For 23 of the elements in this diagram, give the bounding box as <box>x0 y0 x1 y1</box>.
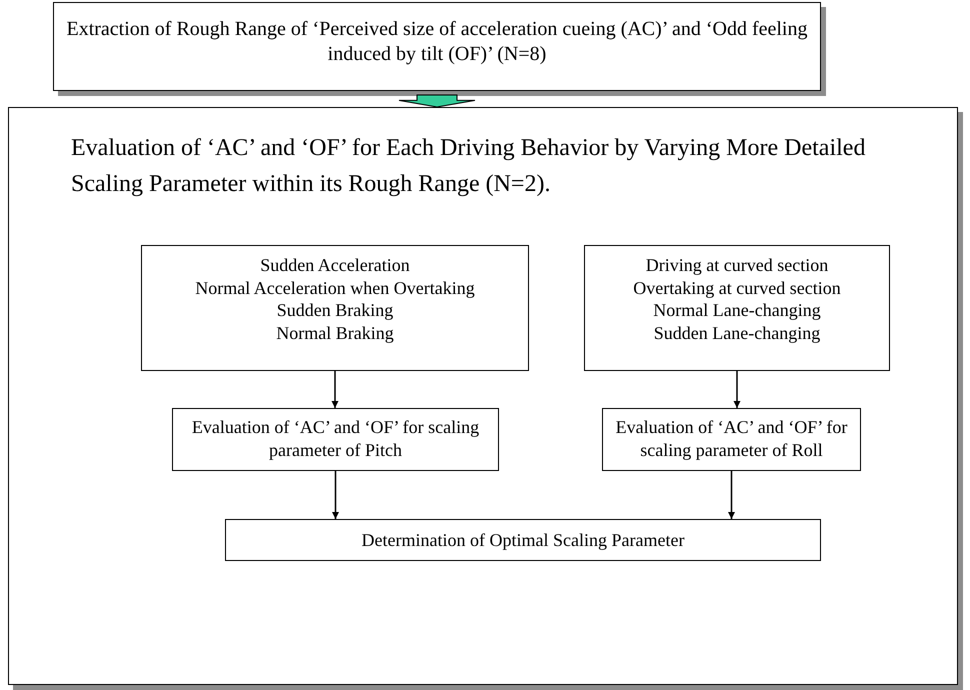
box-text: Determination of Optimal Scaling Parameter <box>360 529 686 552</box>
list-item: Normal Braking <box>275 322 395 344</box>
process-box <box>225 519 821 561</box>
arrow <box>728 471 735 519</box>
process-box <box>602 408 861 471</box>
box-text: Evaluation of ‘AC’ and ‘OF’ for scaling parameter of Roll <box>614 416 848 461</box>
process-box <box>172 408 499 471</box>
list-item: Driving at curved section <box>644 254 830 276</box>
box-text: Evaluation of ‘AC’ and ‘OF’ for scaling parameter of Pitch <box>190 416 480 461</box>
arrow <box>332 471 339 519</box>
heading-text: Evaluation of ‘AC’ and ‘OF’ for Each Driving Behavior by Varying More Detailed Scaling Parameter within its Rough Range (N=2). <box>71 134 866 199</box>
list-item: Sudden Lane-changing <box>652 322 822 344</box>
list-item: Sudden Acceleration <box>259 254 411 276</box>
list-item: Overtaking at curved section <box>632 276 842 299</box>
list-item: Normal Acceleration when Overtaking <box>194 276 476 299</box>
box-text: Extraction of Rough Range of ‘Perceived size of acceleration cueing (AC)’ and ‘Odd feeling induced by tilt (OF)’ (N=8) <box>65 17 808 67</box>
block-arrow <box>398 94 476 108</box>
process-box <box>584 245 890 371</box>
process-box <box>141 245 529 371</box>
arrow <box>734 371 740 408</box>
arrow <box>332 371 338 408</box>
list-item: Sudden Braking <box>276 299 394 322</box>
list-item: Normal Lane-changing <box>652 299 822 322</box>
